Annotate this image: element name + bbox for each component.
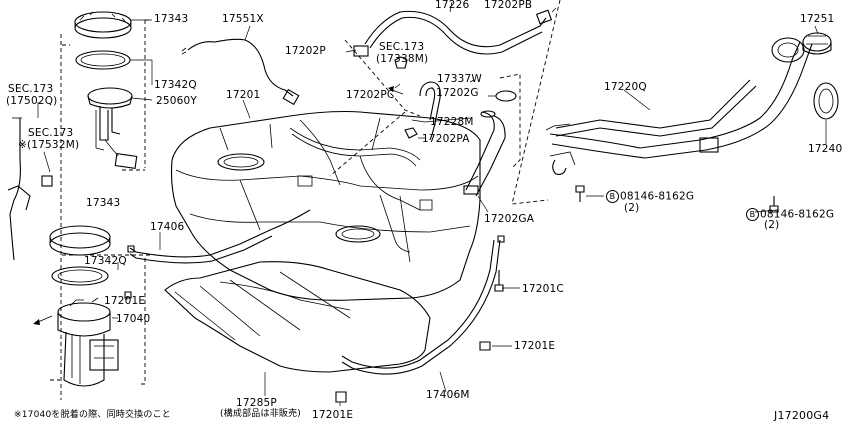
label-sec173-17338m-a: SEC.173 [379,41,425,53]
label-17201: 17201 [226,89,261,101]
label-17202ga: 17202GA [484,213,535,225]
label-17228m: 17228M [430,116,474,128]
label-sec173-17532m-b: ※(17532M) [18,139,80,151]
label-17285p: 17285P [236,397,277,409]
label-17202g: 17202G [436,87,479,99]
label-17285p-note: (構成部品は非販売) [220,409,302,419]
label-17201e-a: 17201E [104,295,146,307]
label-sec173-17532m-a: SEC.173 [28,127,74,139]
footnote: ※17040を脱着の際、同時交換のこと [14,410,171,420]
heat-shield [164,261,431,373]
label-bolt-left-qty: (2) [624,202,640,214]
label-17201e-c: 17201E [312,409,354,421]
fuel-tank [170,110,481,301]
label-17202pa: 17202PA [422,133,470,145]
label-17342q-top: 17342Q [154,79,197,91]
label-17202pc: 17202PC [346,89,395,101]
label-17251: 17251 [800,13,835,25]
label-17406m: 17406M [426,389,470,401]
sender-unit [87,87,138,169]
label-sec173-17338m-b: (17338M) [376,53,429,65]
label-17040: 17040 [116,313,151,325]
label-17343-low: 17343 [86,197,121,209]
label-bolt-right-qty: (2) [764,219,780,231]
fuel-cap [802,32,832,55]
bolt-left-part: 08146-8162G [620,190,695,203]
label-17406: 17406 [150,221,185,233]
label-17201c: 17201C [522,283,564,295]
label-17337w: 17337W [437,73,482,85]
label-17201e-b: 17201E [514,340,556,352]
label-sec173-17502q-b: (17502Q) [6,95,58,107]
label-17202p: 17202P [285,45,326,57]
bolt-marker-icon: B [606,190,619,203]
bolt-right-part: 08146-8162G [760,208,835,221]
label-17202pb: 17202PB [484,0,533,11]
bolt-marker-icon: B [746,208,759,221]
label-17220q: 17220Q [604,81,647,93]
label-25060y: 25060Y [156,95,198,107]
fuel-pump [57,297,119,387]
label-sec173-17502q-a: SEC.173 [8,83,54,95]
label-17551x: 17551X [222,13,264,25]
label-17343-top: 17343 [154,13,189,25]
gasket-top [75,50,131,70]
lock-ring-top [74,11,132,39]
filler-tube [545,37,813,175]
strap-17406 [129,209,311,258]
label-17240: 17240 [808,143,843,155]
filler-gasket [813,82,839,120]
harness-wire [187,38,294,97]
strap-17406m [341,239,495,369]
label-17342q-low: 17342Q [84,255,127,267]
label-17226: 17226 [435,0,470,11]
diagram-code: J17200G4 [774,409,830,422]
